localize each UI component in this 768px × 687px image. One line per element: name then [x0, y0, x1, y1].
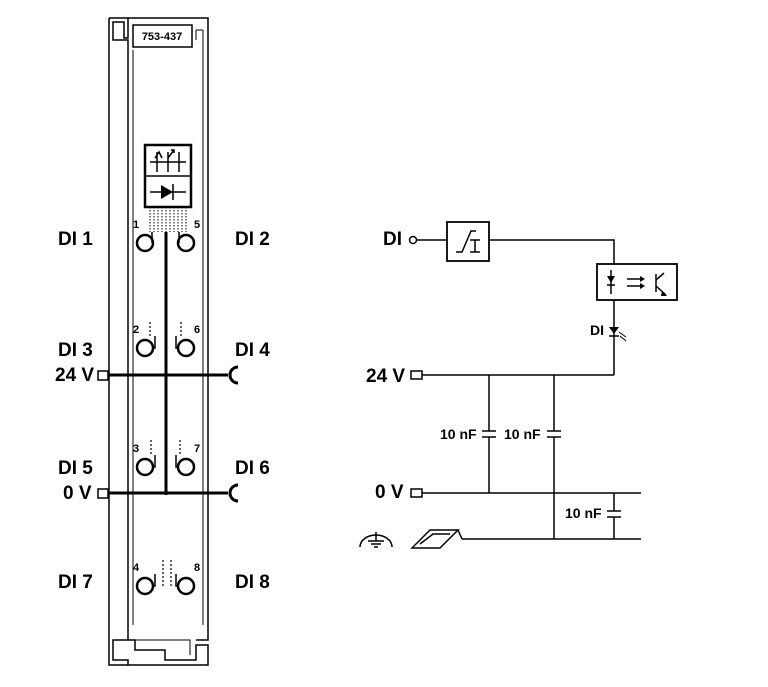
rail-24v [97, 365, 239, 385]
terminal-4[interactable] [135, 576, 155, 596]
input-filter-block [446, 221, 490, 262]
pin-number-2: 2 [133, 324, 139, 336]
label-24v: 24 V [55, 365, 94, 386]
pin-number-6: 6 [194, 324, 200, 336]
label-di1: DI 1 [58, 229, 93, 250]
label-di2: DI 2 [235, 229, 270, 250]
part-number-box [132, 24, 193, 48]
capacitor-label-2: 10 nF [504, 426, 541, 442]
label-di6: DI 6 [235, 458, 270, 479]
terminal-row-4: 4 8 [133, 560, 200, 596]
terminal-8[interactable] [176, 576, 196, 596]
terminal-7[interactable] [176, 457, 196, 477]
schematic-di-label: DI [383, 229, 402, 250]
terminal-row-3: 3 7 [133, 440, 200, 477]
terminal-6[interactable] [176, 338, 196, 358]
capacitor-label-1: 10 nF [440, 426, 477, 442]
pin-number-5: 5 [194, 219, 200, 231]
label-0v: 0 V [63, 483, 92, 504]
terminal-5[interactable] [176, 233, 196, 253]
label-di3: DI 3 [58, 340, 93, 361]
terminal-row-2: 2 6 [133, 322, 200, 358]
terminal-row-1: 1 5 [133, 219, 200, 253]
terminal-2[interactable] [135, 338, 155, 358]
capacitor-label-3: 10 nF [565, 505, 602, 521]
part-number: 753-437 [142, 31, 182, 43]
schematic-led-label: DI [590, 322, 604, 338]
module-housing [108, 17, 209, 666]
pin-number-3: 3 [133, 443, 139, 455]
label-di5: DI 5 [58, 458, 93, 479]
terminal-3[interactable] [135, 457, 155, 477]
pin-number-7: 7 [194, 443, 200, 455]
label-di4: DI 4 [235, 340, 270, 361]
pin-number-1: 1 [133, 219, 139, 231]
label-di8: DI 8 [235, 572, 270, 593]
rail-0v [97, 483, 239, 503]
schematic-0v-label: 0 V [375, 482, 404, 503]
terminal-1[interactable] [135, 233, 155, 253]
din-rail-icon [410, 529, 463, 549]
label-di7: DI 7 [58, 572, 93, 593]
pin-number-8: 8 [194, 562, 200, 574]
ground-icon [359, 532, 393, 548]
schematic-24v-label: 24 V [366, 366, 405, 387]
pin-number-4: 4 [133, 562, 140, 574]
schematic: DI DI 24 V 0 V [359, 221, 678, 549]
led-block [143, 143, 193, 232]
